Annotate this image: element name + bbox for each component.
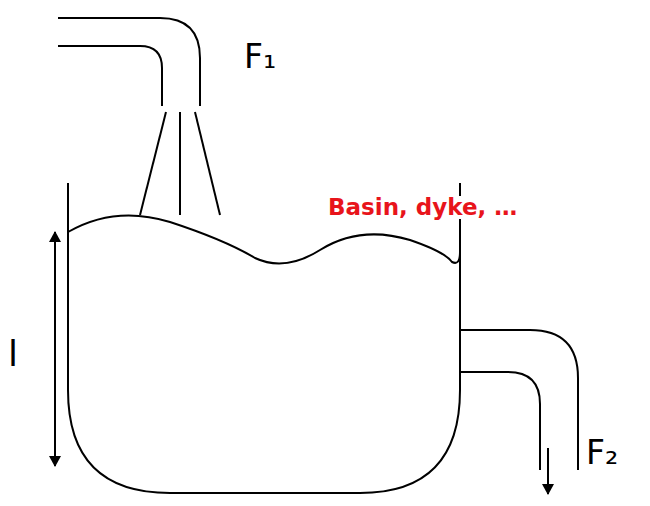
level-label: l [8,336,18,372]
level-arrow [54,232,56,466]
inflow-stream [179,112,181,215]
outlet-pipe [460,372,540,470]
liquid-surface [68,215,460,263]
tank-wall [68,183,460,493]
flow-label: F₂ [586,436,618,469]
inlet-pipe [58,46,162,106]
inlet-pipe [58,18,200,106]
outflow-arrow [547,448,549,494]
inflow-stream [140,112,166,215]
flow-label: F₁ [244,40,276,73]
outlet-pipe [460,330,578,470]
annotation-text: Basin, dyke, … [326,196,519,219]
inflow-stream [195,112,220,215]
